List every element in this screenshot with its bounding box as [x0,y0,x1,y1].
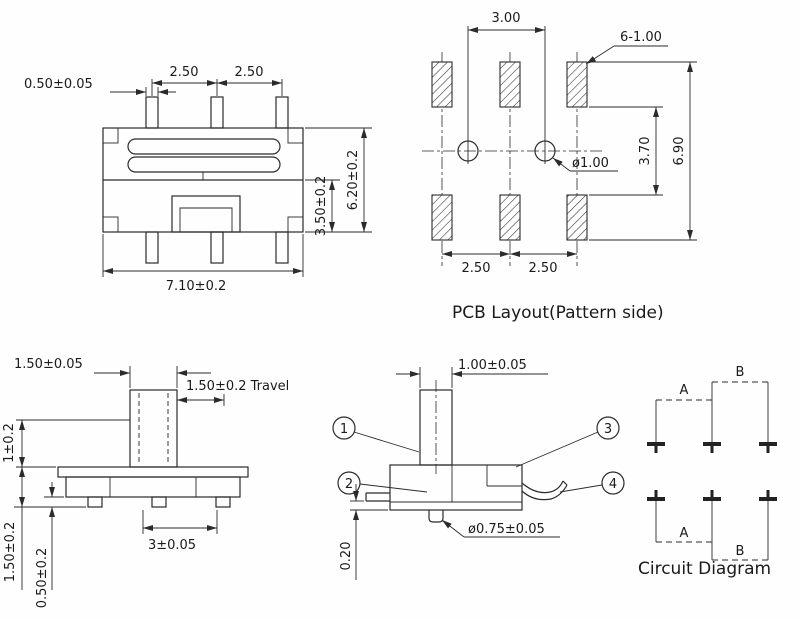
dim-overall-width-label: 7.10±0.2 [166,279,227,294]
dim-pin-width: 0.50±0.05 [24,77,176,96]
solder-pad [499,61,521,108]
callout-1: 1 [332,416,420,453]
solder-pad [499,194,521,241]
dim-pitch-label-1: 2.50 [170,65,199,80]
terminal-symbols [647,442,777,501]
dim-base-width-label: 3±0.05 [148,538,196,553]
foot [215,496,231,508]
dim-gap: 0.20 [339,484,388,580]
knob-stem [129,389,178,468]
callout-3-circle [596,416,620,440]
dim-pads-label: 6-1.00 [620,30,662,45]
dim-knob-height: 1±0.2 [2,419,130,468]
front-view: 0.50±0.05 2.50 2.50 3.50±0.2 6.20±0.2 7 [24,65,372,294]
dim-pin-width-label: 0.50±0.05 [24,77,93,92]
pin-top-2 [210,96,224,129]
circuit-diagram: A B A B Circuit Diagram [638,365,777,579]
dim-pads: 6-1.00 [585,30,668,65]
dim-pattern-height: 6.90 [589,61,697,241]
dim-body-height: 3.50±0.2 [305,176,372,237]
dim-hole-diameter: ø1.00 [552,156,618,172]
dim-overall-height-label: 6.20±0.2 [346,150,361,211]
side-view: 1.50±0.05 1.50±0.2 Travel 1±0.2 3±0.05 1… [2,357,289,608]
dim-pad-pitch-label-2: 2.50 [529,261,558,276]
dim-hole-spacing: 3.00 [468,11,545,33]
pin-bottom-3 [275,231,289,264]
dim-hole-spacing-label: 3.00 [492,11,521,26]
dim-terminal-dia: ø0.75±0.05 [441,519,560,538]
dim-travel: 1.50±0.2 Travel [177,379,289,406]
dim-terminal-dia-label: ø0.75±0.05 [468,522,545,537]
dim-overall-height: 6.20±0.2 [305,127,372,232]
dim-knob-height-label: 1±0.2 [2,423,17,463]
dim-pad-pitch-label-1: 2.50 [462,261,491,276]
slot-upper [127,138,281,155]
dim-hole-offset: 3.70 [589,106,663,196]
locating-hole [457,140,479,162]
dim-knob-width-label: 1.50±0.05 [14,357,83,372]
dim-knob-width: 1.50±0.05 [14,357,211,388]
dim-pitch-label-2: 2.50 [235,65,264,80]
dim-gap-label: 0.20 [339,542,354,571]
cover-plate [57,466,249,478]
circuit-diagram-title: Circuit Diagram [638,559,771,579]
dim-hole-diameter-label: ø1.00 [572,156,609,171]
bent-terminal [521,480,564,494]
solder-pad [431,61,453,108]
dim-stem-width: 1.00±0.05 [396,358,548,388]
callout-4: 4 [559,471,625,495]
corner-tab [102,127,119,144]
corner-tab [102,216,119,233]
callout-2: 2 [337,471,428,495]
dim-stem-width-label: 1.00±0.05 [458,358,527,373]
foot [151,496,167,508]
dim-pin-pitch: 2.50 2.50 [151,65,283,96]
bottom-terminal [428,510,444,523]
solder-pad [566,61,588,108]
base-body [389,464,523,511]
dim-pad-pitch: 2.50 2.50 [442,251,577,276]
dim-body-height-label: 3.50±0.2 [314,176,329,237]
dim-overall-width: 7.10±0.2 [102,234,304,294]
dim-hole-offset-label: 3.70 [638,137,653,166]
slot-lower [127,156,281,173]
locating-hole [534,140,556,162]
foot [87,496,103,508]
callout-4-circle [601,471,625,495]
callout-3: 3 [515,416,620,468]
pin-top-1 [145,96,159,129]
pin-bottom-2 [210,231,224,264]
callout-2-circle [337,471,361,495]
dim-pattern-height-label: 6.90 [672,137,687,166]
callout-4-number: 4 [609,477,617,492]
position-label-a-top: A [680,383,689,398]
end-view: 1.00±0.05 ø0.75±0.05 0.20 1 2 3 [332,358,625,580]
callout-2-number: 2 [345,477,353,492]
solder-pad [431,194,453,241]
dim-body-height-label: 1.50±0.2 [3,522,18,583]
dim-standoff: 0.50±0.2 [35,482,64,608]
solder-pad [566,194,588,241]
position-label-a-bottom: A [680,526,689,541]
corner-tab [287,216,304,233]
callout-1-circle [332,416,356,440]
callout-1-number: 1 [340,422,348,437]
pcb-layout: 3.00 6-1.00 3.70 6.90 ø1.00 2.50 [422,11,697,323]
position-label-b-top: B [736,365,745,380]
position-label-b-bottom: B [736,544,745,559]
callout-3-number: 3 [604,422,612,437]
corner-tab [287,127,304,144]
pin-bottom-1 [145,231,159,264]
pin-top-3 [275,96,289,129]
dim-travel-label: 1.50±0.2 Travel [186,379,289,394]
pcb-layout-title: PCB Layout(Pattern side) [452,303,664,323]
dim-base-width: 3±0.05 [142,510,218,553]
dim-standoff-label: 0.50±0.2 [35,548,50,609]
slider-knob [171,195,241,233]
base-body [65,476,241,498]
